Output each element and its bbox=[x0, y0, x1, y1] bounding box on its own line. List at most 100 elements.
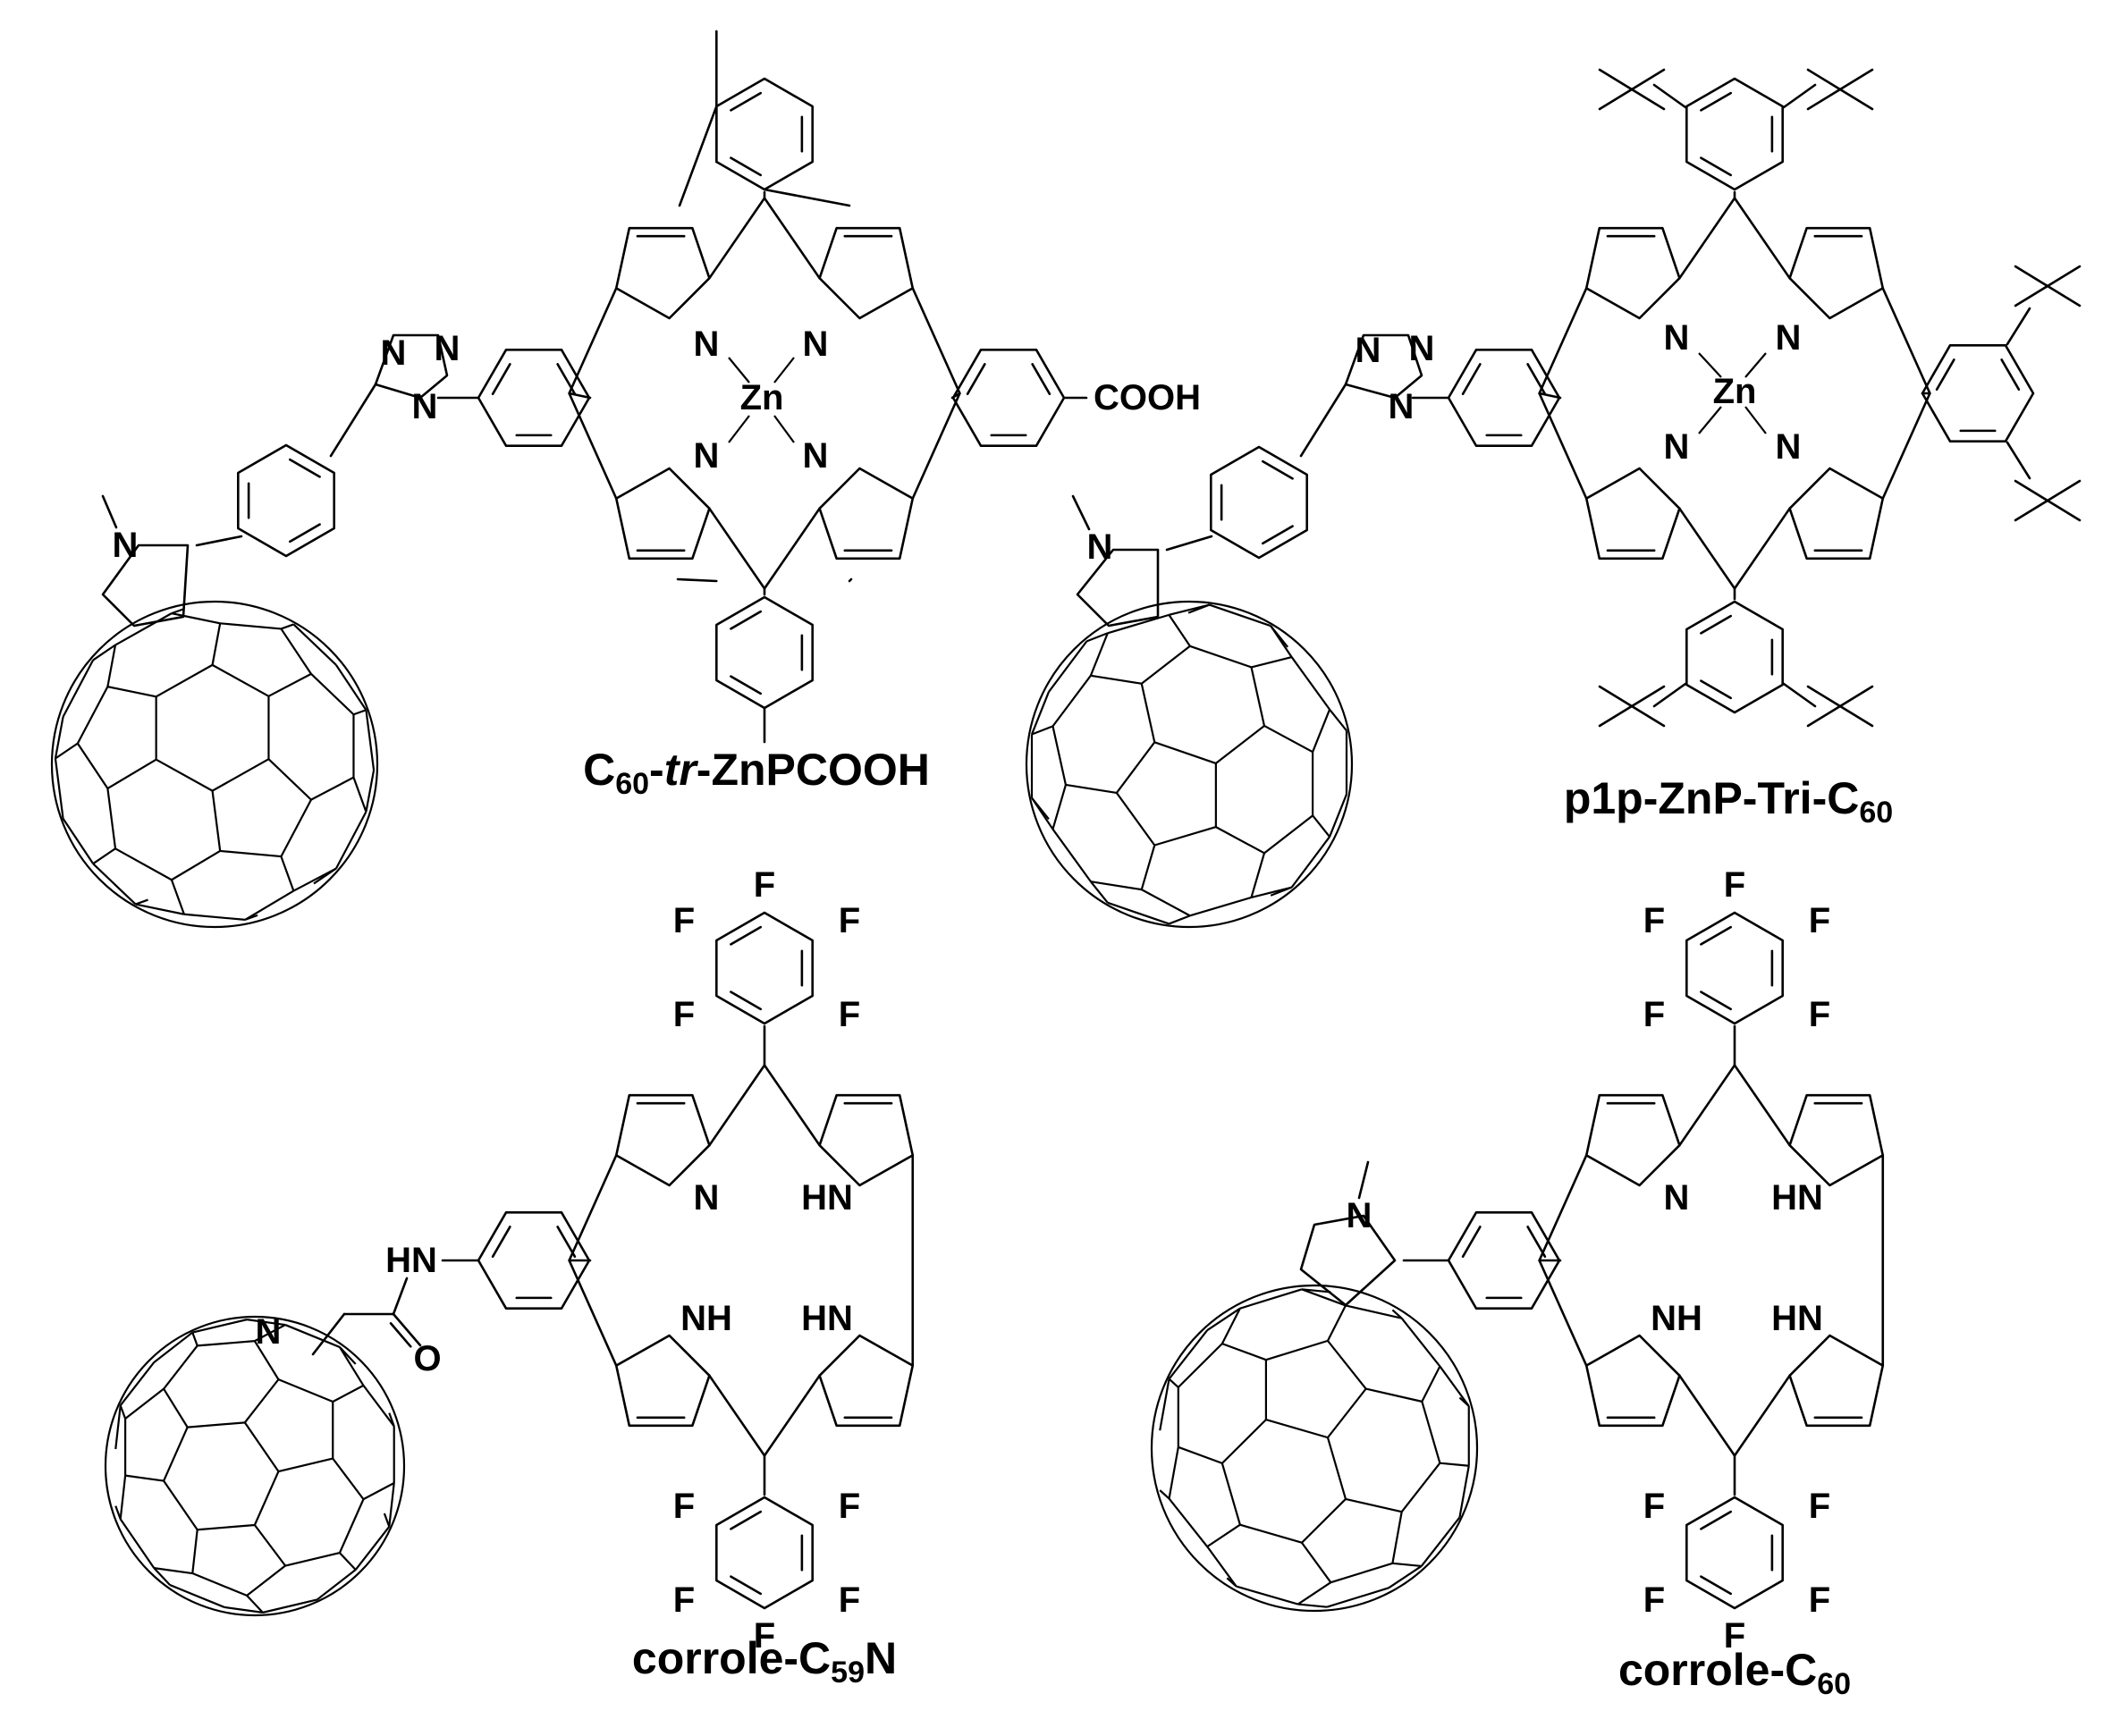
fullerene-bond bbox=[170, 879, 185, 915]
fullerene-bond bbox=[1290, 836, 1330, 889]
aryl-ring bbox=[1921, 344, 2035, 442]
fullerene-c60 bbox=[50, 600, 379, 929]
phenyl-ring bbox=[1447, 349, 1561, 447]
bond bbox=[1652, 83, 1687, 109]
atom-n: N bbox=[113, 526, 139, 565]
fullerene-bond bbox=[1263, 724, 1313, 754]
atom-f: F bbox=[1643, 1580, 1665, 1620]
ring-outline bbox=[715, 1496, 814, 1610]
pyrrole-ring bbox=[1788, 1093, 1885, 1187]
meso-bridge-left bbox=[1538, 287, 1588, 500]
fullerene-bond bbox=[280, 799, 312, 857]
fullerene-bond bbox=[220, 849, 282, 858]
atom-f: F bbox=[839, 1487, 860, 1526]
name-part: C bbox=[583, 745, 615, 795]
fullerene-bond bbox=[1052, 828, 1092, 882]
fullerene-bond bbox=[1458, 1465, 1470, 1518]
fullerene-bond bbox=[1168, 614, 1191, 647]
ring-outline bbox=[715, 595, 814, 710]
atom-n: N bbox=[256, 1312, 282, 1352]
ring-double-bond bbox=[1700, 156, 1733, 177]
ring-double-bond bbox=[730, 675, 763, 695]
fullerene-bond bbox=[163, 1344, 198, 1390]
atom-n: N bbox=[1664, 318, 1690, 358]
ring-double-bond bbox=[1700, 1575, 1733, 1596]
ring-double-bond bbox=[1261, 459, 1294, 480]
atom-hn: HN bbox=[385, 1241, 437, 1280]
name-subscript: 59 bbox=[831, 1656, 865, 1690]
fullerene-bond bbox=[106, 788, 117, 849]
aryl-ring bbox=[1685, 600, 1784, 714]
zn-n-coordination bbox=[728, 357, 750, 383]
atom-f: F bbox=[839, 901, 860, 940]
fullerene-bond bbox=[1312, 814, 1330, 838]
pyrrole-ring bbox=[614, 1334, 711, 1428]
fullerene-bond bbox=[1330, 1562, 1393, 1584]
fullerene-bond bbox=[1239, 1288, 1303, 1310]
zn-n-coordination bbox=[1698, 352, 1722, 378]
ring-double-bond bbox=[1935, 358, 1955, 392]
fullerene-bond bbox=[354, 1526, 391, 1571]
fullerene-bond bbox=[92, 847, 116, 865]
fullerene-bond bbox=[388, 1482, 395, 1527]
fullerene-bond bbox=[310, 673, 355, 716]
fullerene-bond bbox=[1178, 1445, 1223, 1464]
name-part: tr bbox=[664, 745, 699, 795]
fullerene-bond bbox=[156, 663, 214, 698]
atom-n: N bbox=[1347, 1196, 1372, 1235]
tert-butyl bbox=[2046, 499, 2082, 522]
meso-bridge-top bbox=[1678, 1064, 1791, 1147]
fullerene-bond bbox=[1031, 797, 1054, 830]
tert-butyl bbox=[2046, 479, 2082, 502]
bond bbox=[195, 535, 243, 547]
ring-outline bbox=[237, 443, 335, 558]
atom-f: F bbox=[1809, 1580, 1830, 1620]
atom-n: N bbox=[1776, 427, 1802, 467]
fullerene-bond bbox=[1159, 1378, 1170, 1431]
ring-double-bond bbox=[730, 91, 763, 112]
tert-butyl bbox=[1598, 685, 1634, 708]
fullerene-bond bbox=[163, 1427, 189, 1482]
atom-hn: HN bbox=[1771, 1299, 1823, 1338]
zn-n-coordination bbox=[728, 415, 750, 443]
fullerene-bond bbox=[332, 1457, 365, 1500]
fullerene-bond bbox=[1270, 625, 1288, 648]
tert-butyl bbox=[2046, 265, 2082, 288]
ring-outline bbox=[715, 77, 814, 191]
fullerene-bond bbox=[1301, 1498, 1347, 1544]
ring-outline bbox=[1921, 344, 2035, 442]
fullerene-bond bbox=[54, 716, 64, 759]
fullerene-bond bbox=[246, 1564, 286, 1597]
fullerene-bond bbox=[292, 867, 337, 892]
fullerene-bond bbox=[1329, 794, 1348, 838]
tert-butyl bbox=[1598, 704, 1634, 728]
fullerene-bond bbox=[334, 664, 367, 711]
bond bbox=[1652, 682, 1687, 708]
tert-butyl bbox=[1838, 685, 1874, 708]
atom-f: F bbox=[1724, 865, 1745, 905]
zn-n-coordination bbox=[1744, 352, 1767, 378]
fullerene-bond bbox=[1107, 901, 1170, 925]
name-subscript: 60 bbox=[615, 767, 649, 801]
fullerene-bond bbox=[1263, 814, 1313, 855]
meso-bridge-bottom bbox=[708, 1374, 821, 1457]
fullerene-bond bbox=[1226, 1577, 1237, 1588]
fullerene-bond bbox=[171, 612, 221, 625]
ring-double-bond bbox=[491, 363, 511, 396]
ring-outline bbox=[1685, 600, 1784, 714]
methyl bbox=[848, 577, 853, 583]
fullerene-bond bbox=[317, 1569, 357, 1601]
ring-double-bond bbox=[1526, 1226, 1547, 1259]
fullerene-bond bbox=[1327, 1387, 1367, 1438]
atom-f: F bbox=[673, 1580, 695, 1620]
phenyl-ring bbox=[951, 349, 1066, 447]
fullerene-rim bbox=[104, 1315, 406, 1617]
pentafluorophenyl-ring bbox=[715, 911, 814, 1025]
amide-bond bbox=[392, 1277, 409, 1316]
ring-double-bond bbox=[1700, 679, 1733, 700]
fullerene-bond bbox=[119, 1404, 127, 1420]
fullerene-bond bbox=[1189, 645, 1252, 669]
fullerene-bond bbox=[244, 914, 258, 921]
ring-outline bbox=[951, 349, 1066, 447]
